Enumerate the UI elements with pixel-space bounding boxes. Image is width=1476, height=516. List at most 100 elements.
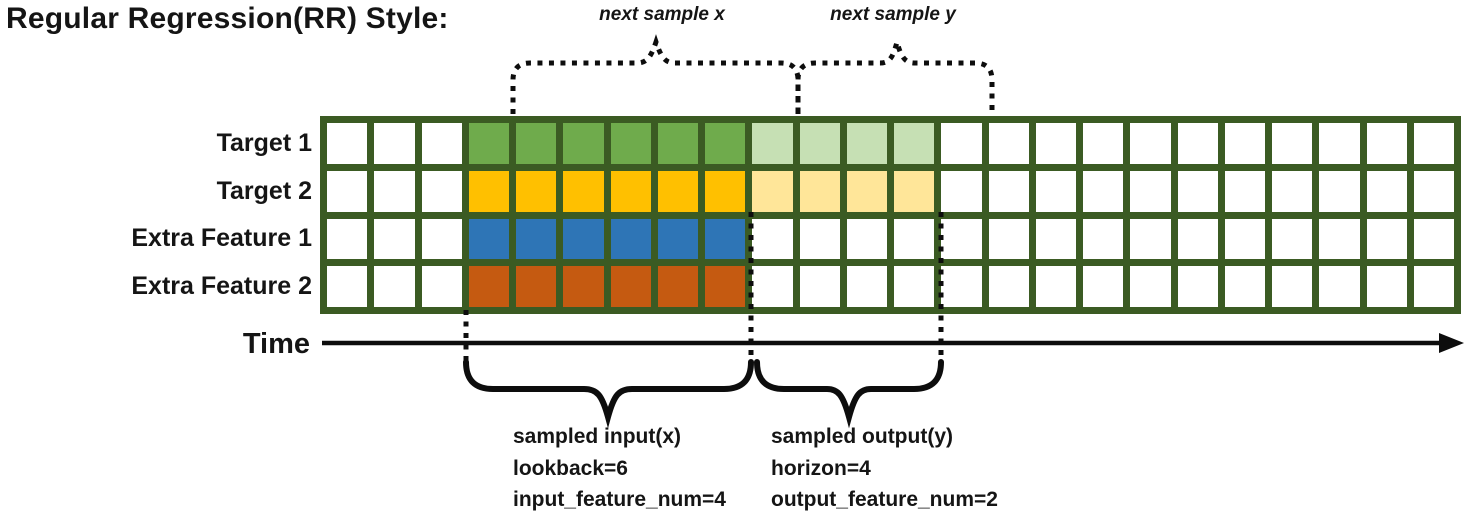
grid-cell: [1035, 218, 1076, 260]
grid-cell: [846, 170, 887, 212]
grid-cell: [563, 170, 604, 212]
grid-cell: [1366, 266, 1407, 307]
grid-cell: [327, 218, 368, 260]
grid-cell: [1272, 170, 1313, 212]
grid-cell: [894, 170, 935, 212]
next-sample-x-label: next sample x: [599, 4, 725, 25]
grid-cell: [374, 123, 415, 164]
grid-cell: [563, 266, 604, 307]
grid-cell: [327, 170, 368, 212]
next-sample-y-label: next sample y: [830, 4, 956, 25]
grid-cell: [657, 218, 698, 260]
grid-cell: [1413, 123, 1454, 164]
grid-cell: [941, 218, 982, 260]
grid-cell: [563, 123, 604, 164]
grid-cell: [1083, 218, 1124, 260]
grid-cell: [1224, 170, 1265, 212]
grid-cell: [516, 266, 557, 307]
time-label: Time: [242, 328, 310, 360]
grid-cell: [421, 170, 462, 212]
grid-cell: [705, 266, 746, 307]
grid-cell: [1083, 266, 1124, 307]
grid-cell: [1083, 170, 1124, 212]
grid-cell: [1130, 266, 1171, 307]
grid-cell: [1366, 123, 1407, 164]
grid-cell: [988, 170, 1029, 212]
grid-cell: [563, 218, 604, 260]
annotation-line: output_feature_num=2: [771, 488, 998, 511]
row-label: Extra Feature 2: [131, 272, 312, 301]
grid-cell: [941, 123, 982, 164]
grid-cell: [421, 266, 462, 307]
next-sample-y-brace: [795, 32, 995, 114]
annotation-line: sampled input(x): [513, 425, 682, 448]
grid-cell: [705, 123, 746, 164]
annotation-line: horizon=4: [771, 456, 871, 480]
grid-cell: [799, 170, 840, 212]
grid-cell: [374, 170, 415, 212]
grid-cell: [421, 123, 462, 164]
grid-cell: [1083, 123, 1124, 164]
time-axis-arrowhead: [1439, 333, 1464, 353]
grid-cell: [705, 218, 746, 260]
grid-cell: [799, 218, 840, 260]
grid-cell: [1130, 123, 1171, 164]
grid-cell: [1035, 170, 1076, 212]
grid-cell: [610, 123, 651, 164]
grid-cell: [752, 123, 793, 164]
grid-cell: [894, 266, 935, 307]
grid-cell: [468, 123, 509, 164]
grid-cell: [752, 170, 793, 212]
figure-title: Regular Regression(RR) Style:: [6, 2, 449, 35]
grid-cell: [988, 266, 1029, 307]
grid-cell: [988, 123, 1029, 164]
grid-cell: [1130, 218, 1171, 260]
grid-cell: [1319, 123, 1360, 164]
grid-cell: [1272, 218, 1313, 260]
grid-cell: [516, 170, 557, 212]
grid-cell: [752, 218, 793, 260]
grid-cell: [1224, 218, 1265, 260]
grid-cell: [705, 170, 746, 212]
grid-cell: [1177, 218, 1218, 260]
grid-cell: [752, 266, 793, 307]
sample-grid: [320, 116, 1461, 314]
grid-cell: [846, 123, 887, 164]
grid-cell: [657, 170, 698, 212]
grid-cell: [327, 266, 368, 307]
grid-cell: [799, 123, 840, 164]
grid-cell: [1130, 170, 1171, 212]
grid-cell: [374, 218, 415, 260]
sampled-output-brace: [754, 359, 944, 429]
grid-cell: [988, 218, 1029, 260]
grid-cell: [1366, 170, 1407, 212]
grid-cell: [1366, 218, 1407, 260]
grid-cell: [1224, 123, 1265, 164]
grid-cell: [610, 266, 651, 307]
grid-cell: [941, 170, 982, 212]
grid-cell: [374, 266, 415, 307]
grid-cell: [1177, 170, 1218, 212]
grid-cell: [657, 266, 698, 307]
grid-cell: [516, 218, 557, 260]
grid-cell: [610, 218, 651, 260]
grid-cell: [1413, 266, 1454, 307]
grid-cell: [1319, 266, 1360, 307]
grid-cell: [610, 170, 651, 212]
grid-cell: [657, 123, 698, 164]
grid-cell: [421, 218, 462, 260]
grid-cell: [327, 123, 368, 164]
grid-cell: [1177, 266, 1218, 307]
grid-cell: [846, 218, 887, 260]
annotation-line: input_feature_num=4: [513, 488, 726, 511]
grid-cell: [1413, 170, 1454, 212]
grid-cell: [468, 218, 509, 260]
grid-cell: [1413, 218, 1454, 260]
sampled-input-annotation: sampled input(x) lookback=6 input_featur…: [513, 421, 726, 516]
grid-cell: [1177, 123, 1218, 164]
row-label: Target 2: [216, 176, 312, 205]
row-label: Extra Feature 1: [131, 224, 312, 253]
grid-cell: [1272, 123, 1313, 164]
grid-cell: [468, 170, 509, 212]
